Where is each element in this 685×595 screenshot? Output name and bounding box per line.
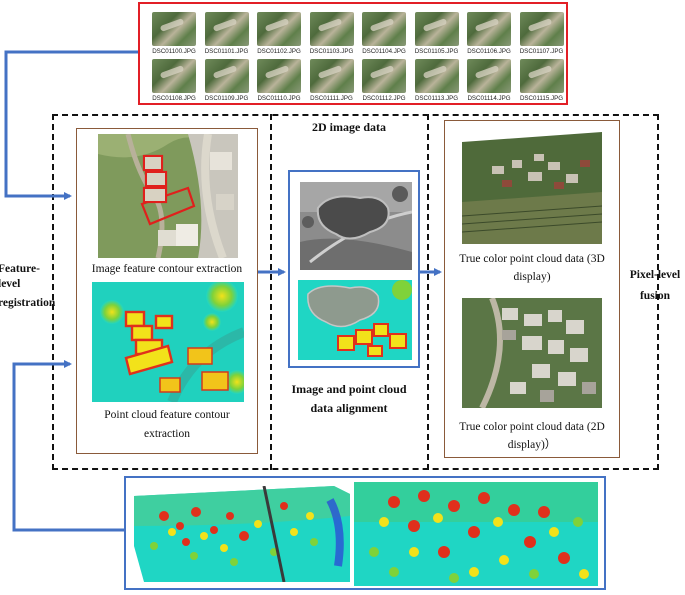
grayscale-aerial-image: [300, 182, 412, 270]
image-2d-title: 2D image data: [312, 120, 386, 134]
aerial-contour-image: [98, 134, 238, 258]
thumbnail-image: [309, 12, 354, 46]
thumbnail-filename: DSC01111.JPG: [310, 95, 353, 102]
true-2d-line-1: True color point cloud data (2D: [459, 421, 605, 433]
alignment-line-1: Image and point cloud: [291, 382, 407, 396]
thumbnail-image: [519, 59, 564, 93]
feature-level-label: Feature-level registration: [0, 262, 60, 311]
true-2d-line-2: display)）: [507, 439, 557, 451]
divider-left: [270, 114, 272, 470]
thumbnail-image: [204, 12, 249, 46]
thumbnail-filename: DSC01112.JPG: [362, 95, 406, 102]
true-3d-caption: True color point cloud data (3D display): [446, 252, 618, 285]
thumbnail-image: [519, 12, 564, 46]
thumbnail-image: [414, 59, 459, 93]
true-2d-caption: True color point cloud data (2D display)…: [446, 420, 618, 453]
thumbnail-filename: DSC01103.JPG: [309, 48, 354, 55]
thumbnail-image: [257, 12, 301, 46]
fusion-text: fusion: [639, 290, 671, 302]
true-color-2d-image: [462, 298, 602, 408]
thumbnail-image: [362, 59, 406, 93]
pointcloud-to-feature-arrow: [12, 360, 124, 532]
point-cloud-left-image: [134, 486, 350, 582]
alignment-line-2: data alignment: [310, 401, 388, 415]
fusion-process-frame: [52, 114, 659, 470]
thumbnail-image: [414, 12, 459, 46]
pc-contour-line-1: Point cloud feature contour: [104, 409, 230, 421]
thumbnail-image: [467, 59, 511, 93]
thumbnail-filename: DSC01104.JPG: [362, 48, 406, 55]
thumbnail-image: [204, 59, 249, 93]
thumbnail-filename: DSC01106.JPG: [467, 48, 511, 55]
thumbnail-filename: DSC01105.JPG: [414, 48, 459, 55]
thumbnail-filename: DSC01108.JPG: [152, 95, 196, 102]
thumbnail-filename: DSC01107.JPG: [519, 48, 564, 55]
thumbnail-image: [152, 12, 196, 46]
thumbnail-image: [257, 59, 301, 93]
true-3d-line-1: True color point cloud data (3D: [459, 253, 605, 265]
point-cloud-contour-image: [92, 282, 244, 402]
thumbnail-image: [467, 12, 511, 46]
divider-right: [427, 114, 429, 470]
image-contour-caption: Image feature contour extraction: [91, 263, 243, 275]
thumbnail-filename: DSC01113.JPG: [414, 95, 459, 102]
registration-text: registration: [0, 297, 56, 309]
pixel-level-label: Pixel-level fusion: [622, 268, 685, 304]
pc-contour-caption: Point cloud feature contour extraction: [78, 408, 256, 442]
image-thumbnail-panel: [138, 2, 568, 105]
thumbnail-filename: DSC01102.JPG: [257, 48, 301, 55]
true-3d-line-2: display): [513, 271, 551, 283]
pc-contour-line-2: extraction: [144, 428, 190, 440]
thumbnail-to-feature-arrow: [4, 50, 138, 200]
thumbnail-filename: DSC01110.JPG: [257, 95, 301, 102]
pixel-level-text: Pixel-level: [629, 269, 681, 281]
thumbnail-filename: DSC01101.JPG: [204, 48, 249, 55]
point-cloud-right-image: [354, 482, 598, 586]
feature-level-text: Feature-level: [0, 263, 40, 290]
true-color-3d-image: [462, 132, 602, 244]
thumbnail-image: [152, 59, 196, 93]
thumbnail-filename: DSC01114.JPG: [467, 95, 511, 102]
thumbnail-filename: DSC01115.JPG: [519, 95, 564, 102]
thumbnail-filename: DSC01100.JPG: [152, 48, 196, 55]
thumbnail-image: [362, 12, 406, 46]
alignment-caption: Image and point cloud data alignment: [272, 382, 426, 416]
thumbnail-image: [309, 59, 354, 93]
thumbnail-filename: DSC01109.JPG: [204, 95, 249, 102]
aligned-point-cloud-image: [298, 280, 412, 360]
